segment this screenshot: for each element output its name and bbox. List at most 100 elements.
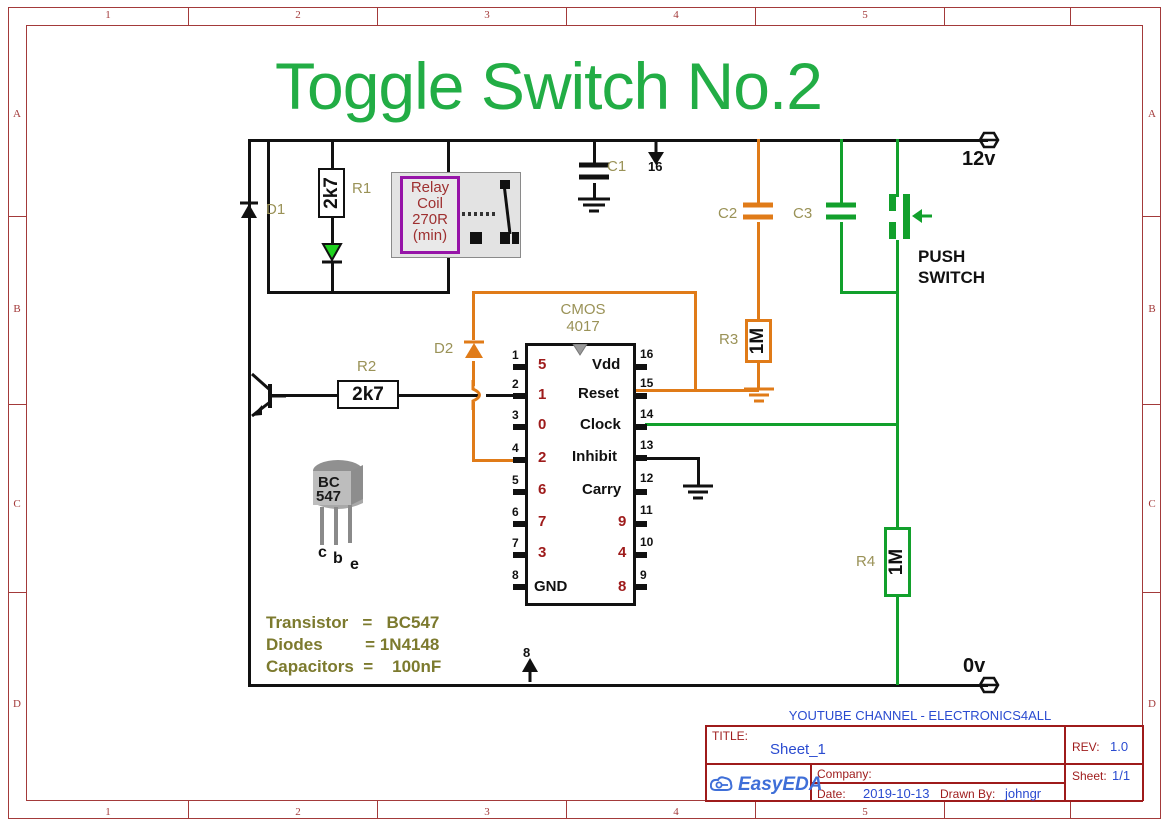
- titleblock-div-h2: [810, 782, 1065, 784]
- ruler-right-b: B: [1148, 303, 1156, 315]
- wire-green-switch-top: [896, 139, 899, 197]
- titleblock-drawn-label: Drawn By:: [940, 787, 996, 801]
- wire-hop-to-pin2: [486, 394, 523, 397]
- ruler-tick: [755, 801, 757, 819]
- ic-pin-num: 2: [512, 377, 519, 391]
- pin8-arrow-icon: [522, 658, 538, 682]
- ruler-tick: [8, 592, 26, 594]
- ic-pin-label: Inhibit: [572, 448, 617, 465]
- ruler-tick: [1143, 592, 1161, 594]
- ruler-tick: [566, 8, 568, 25]
- ic-part: 4017: [566, 318, 600, 335]
- titleblock-div-v2: [810, 763, 812, 801]
- ruler-left-c: C: [13, 498, 21, 510]
- label-transistor-pin-b: b: [333, 550, 343, 567]
- resistor-r4-value: 1M: [886, 548, 908, 576]
- wire-r1-branch-mid: [331, 217, 334, 244]
- wire-base-to-r2: [268, 394, 338, 397]
- ruler-right-a: A: [1148, 108, 1156, 120]
- wire-d1-node-down: [267, 139, 270, 294]
- ruler-tick: [944, 8, 946, 25]
- ic-pin-stub: [513, 552, 525, 558]
- pin16-arrow-icon: [648, 142, 664, 165]
- push-switch-icon: [889, 194, 932, 239]
- ruler-left-d: D: [13, 698, 21, 710]
- ic-pin-stub: [635, 364, 647, 370]
- wire-orange-r3-top: [757, 304, 760, 320]
- ic-pin-num: 1: [512, 348, 519, 362]
- wire-r2-to-ic: [398, 394, 478, 397]
- ruler-top-5: 5: [862, 9, 868, 21]
- ic-pin-stub: [513, 424, 525, 430]
- resistor-r2-body: 2k7: [337, 380, 399, 409]
- ic-pin-stub: [635, 455, 647, 461]
- wire-orange-c2-top: [757, 139, 760, 204]
- ic-pin-label: 4: [618, 544, 627, 561]
- ic-pin-label: Carry: [582, 481, 622, 498]
- ruler-bottom-3: 3: [484, 806, 490, 818]
- wire-c1-to-gnd: [593, 183, 596, 199]
- label-pin8-annotation: 8: [523, 645, 531, 660]
- ic-pin-label: 8: [618, 578, 627, 595]
- wire-c1-branch: [593, 139, 596, 163]
- ic-pin-stub: [513, 364, 525, 370]
- wire-green-c3-bot: [840, 222, 843, 294]
- capacitor-c2-symbol: [743, 202, 773, 220]
- ruler-tick: [566, 801, 568, 819]
- ic-4017-body: [525, 343, 636, 606]
- ic-notch-icon: [572, 344, 588, 356]
- ruler-tick: [8, 404, 26, 406]
- ic-pin-stub: [513, 393, 525, 399]
- ruler-left-a: A: [13, 108, 21, 120]
- ruler-tick: [1143, 216, 1161, 218]
- wire-green-clock: [645, 423, 899, 426]
- relay-line-1: Relay: [410, 179, 450, 196]
- ic-pin-num: 13: [640, 438, 654, 452]
- ruler-right-c: C: [1148, 498, 1156, 510]
- ruler-top-2: 2: [295, 9, 301, 21]
- label-transistor-pin-e: e: [350, 556, 359, 573]
- titleblock-header: YOUTUBE CHANNEL - ELECTRONICS4ALL: [788, 708, 1052, 723]
- ic-pin-num: 3: [512, 408, 519, 422]
- ruler-tick: [377, 801, 379, 819]
- ic-pin-stub: [635, 584, 647, 590]
- wire-relay-branch-top: [447, 139, 450, 172]
- ic-family-label: CMOS 4017: [528, 301, 638, 335]
- ruler-top-4: 4: [673, 9, 679, 21]
- notes-line-3: Capacitors = 100nF: [266, 657, 442, 676]
- ic-pin-num: 9: [640, 568, 647, 582]
- ic-pin-stub: [635, 552, 647, 558]
- titleblock-date-label: Date:: [817, 787, 846, 801]
- ic-pin-stub: [635, 424, 647, 430]
- wire-orange-to-pin4: [472, 402, 475, 462]
- titleblock-rev-value: 1.0: [1110, 739, 1129, 754]
- label-push-switch-line1: PUSH: [918, 247, 966, 266]
- ruler-top-3: 3: [484, 9, 490, 21]
- ruler-bottom-2: 2: [295, 806, 301, 818]
- ground-r3-icon: [744, 387, 774, 403]
- ruler-tick: [1070, 8, 1072, 25]
- ground-c1-icon: [578, 197, 610, 213]
- resistor-r2-value: 2k7: [352, 383, 384, 405]
- terminal-0v-icon: [978, 676, 1000, 694]
- ruler-left-b: B: [13, 303, 21, 315]
- ic-pin-label: 9: [618, 513, 627, 530]
- ic-pin-label: 7: [538, 513, 547, 530]
- ic-pin-label: GND: [534, 578, 568, 595]
- wire-top-rail: [248, 139, 988, 142]
- ic-pin-num: 7: [512, 536, 519, 550]
- ic-pin-num: 12: [640, 471, 654, 485]
- transistor-package-icon: BC 547: [313, 460, 363, 545]
- wire-green-c3-bottom-link: [840, 291, 898, 294]
- titleblock-border-top: [705, 725, 1143, 727]
- resistor-r3-body: 1M: [745, 319, 772, 363]
- titleblock-title-value: Sheet_1: [770, 741, 826, 758]
- ic-pin-num: 5: [512, 473, 519, 487]
- label-r4: R4: [856, 553, 876, 570]
- titleblock-company-label: Company:: [817, 767, 872, 781]
- titleblock-border-bottom: [705, 800, 1143, 802]
- resistor-r1-body: 2k7: [318, 168, 345, 218]
- titleblock-sheet-label: Sheet:: [1072, 769, 1107, 783]
- wire-orange-reset-up: [694, 291, 697, 392]
- ic-pin-label: 1: [538, 386, 547, 403]
